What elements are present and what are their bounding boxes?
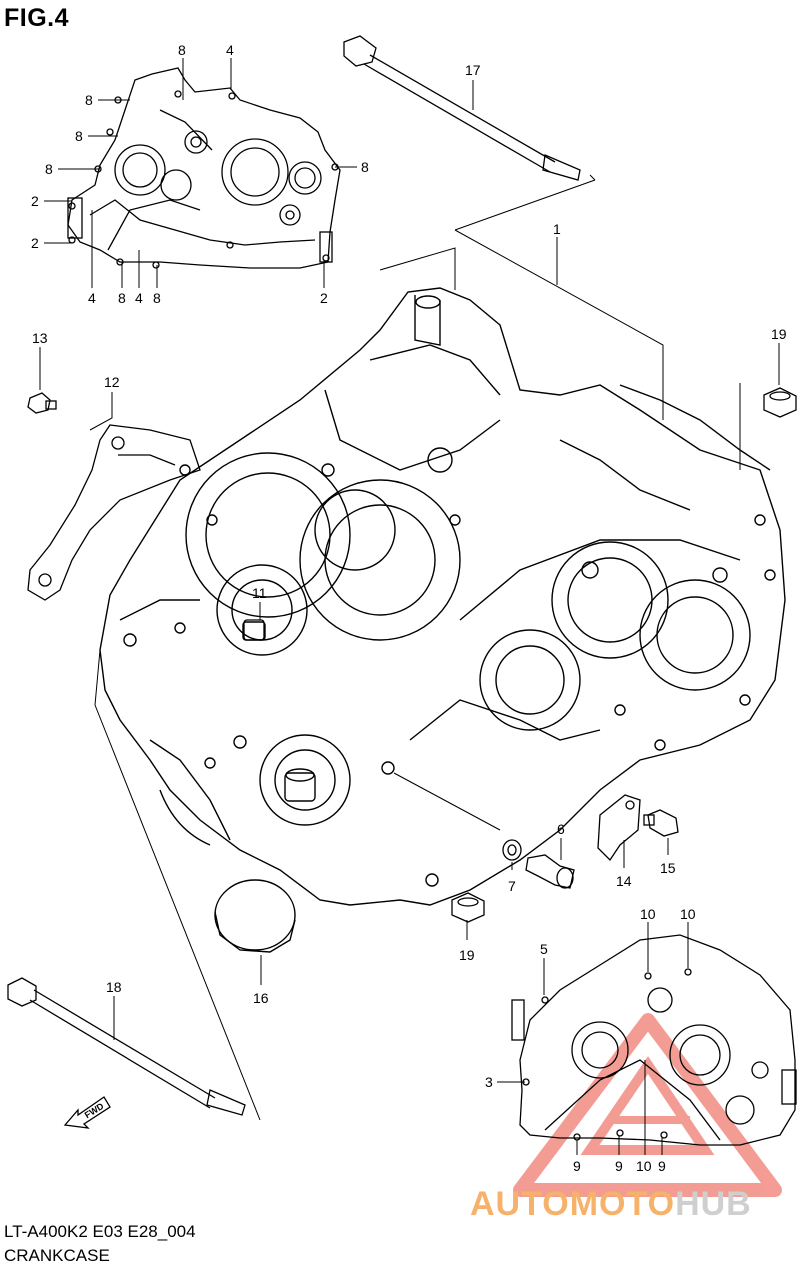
callout-9: 9: [615, 1158, 623, 1174]
callout-7: 7: [508, 878, 516, 894]
bolt-15: [643, 809, 679, 837]
callout-19: 19: [459, 947, 475, 963]
fwd-arrow-icon: FWD: [63, 1096, 111, 1129]
callout-8: 8: [75, 128, 83, 144]
callout-10: 10: [636, 1158, 652, 1174]
callout-1: 1: [553, 221, 561, 237]
callout-12: 12: [104, 374, 120, 390]
callout-11: 11: [252, 585, 267, 601]
callout-2: 2: [31, 235, 39, 251]
callout-4: 4: [88, 290, 96, 306]
callout-9: 9: [573, 1158, 581, 1174]
callout-6: 6: [557, 821, 565, 837]
crankcase-right-half-detail: [511, 934, 797, 1146]
callout-2: 2: [320, 290, 328, 306]
watermark-text: AUTOMOTOHUB: [470, 1185, 752, 1224]
plug-16: [214, 879, 296, 953]
callout-14: 14: [616, 873, 632, 889]
model-code-caption: LT-A400K2 E03 E28_004: [4, 1222, 196, 1241]
callout-8: 8: [178, 42, 186, 58]
nut-19-top: [763, 387, 797, 418]
callout-3: 3: [485, 1074, 493, 1090]
dowel-pin-11: [243, 619, 265, 641]
bolt-17: [343, 35, 581, 181]
leader-lines: [39, 58, 780, 1155]
callout-19: 19: [771, 326, 787, 342]
gasket-12: [27, 424, 201, 601]
callout-18: 18: [106, 979, 122, 995]
bolt-6: [525, 854, 575, 889]
callout-13: 13: [32, 330, 48, 346]
callout-labels: 8 4 8 8 8 8 2 2 4 8 4 8 2 17 1 13 12 19 …: [31, 42, 787, 1174]
callout-8: 8: [361, 159, 369, 175]
crankcase-main-body: [99, 287, 786, 906]
nut-19-bottom: [451, 892, 485, 923]
callout-2: 2: [31, 193, 39, 209]
watermark-logo: [513, 1013, 782, 1197]
bolt-13: [27, 392, 57, 414]
callout-15: 15: [660, 860, 676, 876]
callout-10: 10: [680, 906, 696, 922]
shaft-flange: [259, 734, 351, 826]
callout-4: 4: [135, 290, 143, 306]
callout-4: 4: [226, 42, 234, 58]
figure-title: FIG.4: [4, 4, 70, 32]
section-name-caption: CRANKCASE: [4, 1246, 110, 1265]
crankcase-left-half-detail: [67, 67, 341, 269]
callout-17: 17: [465, 62, 481, 78]
bolt-18: [7, 977, 246, 1116]
watermark-text-part2: HUB: [675, 1185, 752, 1223]
callout-5: 5: [540, 941, 548, 957]
callout-8: 8: [153, 290, 161, 306]
callout-8: 8: [45, 161, 53, 177]
callout-16: 16: [253, 990, 269, 1006]
callout-8: 8: [118, 290, 126, 306]
callout-10: 10: [640, 906, 656, 922]
watermark-text-part1: AUTOMOTO: [470, 1185, 676, 1223]
callout-8: 8: [85, 92, 93, 108]
washer-7: [502, 839, 522, 861]
callout-9: 9: [658, 1158, 666, 1174]
bracket-14: [597, 794, 641, 862]
